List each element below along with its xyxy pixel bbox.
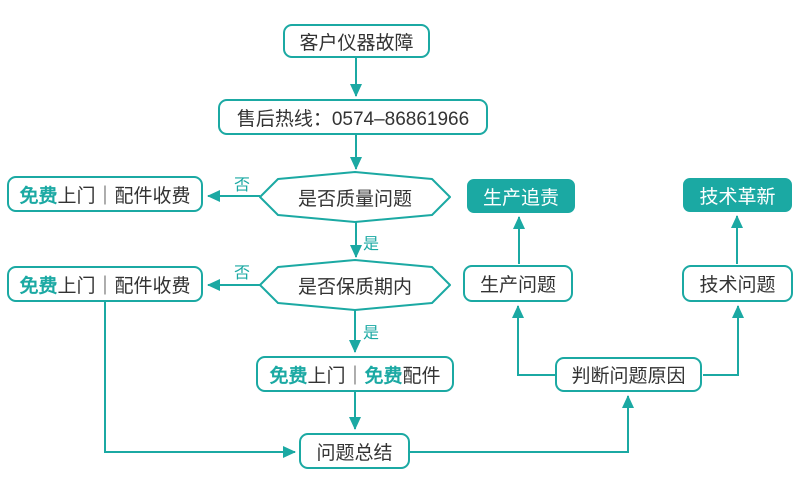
node-summary-label: 问题总结 xyxy=(316,442,393,464)
node-production-problem-label: 生产问题 xyxy=(479,275,556,296)
node-customer-fault-label: 客户仪器故障 xyxy=(299,32,414,54)
node-free-visit-parts-fee-2: 免费上门｜配件收费 xyxy=(7,266,203,302)
edge-judge-to-tech-problem xyxy=(703,305,744,376)
node-judge-cause: 判断问题原因 xyxy=(555,357,702,392)
decision-quality-shape xyxy=(259,171,451,223)
node-production-blame: 生产追责 xyxy=(467,179,575,213)
decision-warranty-text: 是否保质期内 xyxy=(297,276,412,298)
parts-text: 配件 xyxy=(402,365,441,387)
free-highlight: 免费 xyxy=(19,185,58,207)
edge-label-no-quality: 否 xyxy=(234,171,250,195)
decision-warranty-label: 是否保质期内 xyxy=(255,260,455,310)
node-free-visit-parts-fee-1: 免费上门｜配件收费 xyxy=(7,176,203,212)
node-production-blame-label: 生产追责 xyxy=(482,187,559,209)
parts-fee-text: 上门｜配件收费 xyxy=(57,185,191,207)
edge-label-yes-warranty: 是 xyxy=(363,319,379,343)
node-tech-problem-label: 技术问题 xyxy=(699,275,776,296)
yes-label-text: 是 xyxy=(363,236,380,253)
edge-judge-to-production-problem xyxy=(512,305,555,376)
node-tech-problem: 技术问题 xyxy=(682,265,793,302)
parts-fee-text: 上门｜配件收费 xyxy=(57,275,191,297)
no-label-text: 否 xyxy=(234,177,251,194)
edge-label-yes-quality: 是 xyxy=(363,230,379,254)
node-free-visit-free-parts: 免费上门｜免费配件 xyxy=(256,356,454,392)
node-tech-innovation-label: 技术革新 xyxy=(699,186,776,208)
visit-separator-text: 上门｜ xyxy=(307,365,365,387)
free-highlight: 免费 xyxy=(19,275,58,297)
node-production-problem: 生产问题 xyxy=(463,265,573,302)
edge-summary-to-judge xyxy=(410,395,634,453)
decision-quality-label: 是否质量问题 xyxy=(255,172,455,222)
node-judge-cause-label: 判断问题原因 xyxy=(571,366,686,387)
node-tech-innovation: 技术革新 xyxy=(683,178,792,212)
node-hotline: 售后热线：0574–86861966 xyxy=(218,99,488,135)
edge-partsfee2-to-summary xyxy=(104,302,296,458)
no-label-text: 否 xyxy=(234,265,251,282)
node-hotline-label: 售后热线：0574–86861966 xyxy=(236,108,470,130)
free-highlight: 免费 xyxy=(269,365,308,387)
yes-label-text: 是 xyxy=(363,325,380,342)
free-highlight: 免费 xyxy=(364,365,403,387)
node-customer-fault: 客户仪器故障 xyxy=(283,24,430,58)
edge-label-no-warranty: 否 xyxy=(234,259,250,283)
decision-warranty-shape xyxy=(259,259,451,311)
decision-quality-text: 是否质量问题 xyxy=(297,188,412,210)
node-summary: 问题总结 xyxy=(299,433,410,469)
